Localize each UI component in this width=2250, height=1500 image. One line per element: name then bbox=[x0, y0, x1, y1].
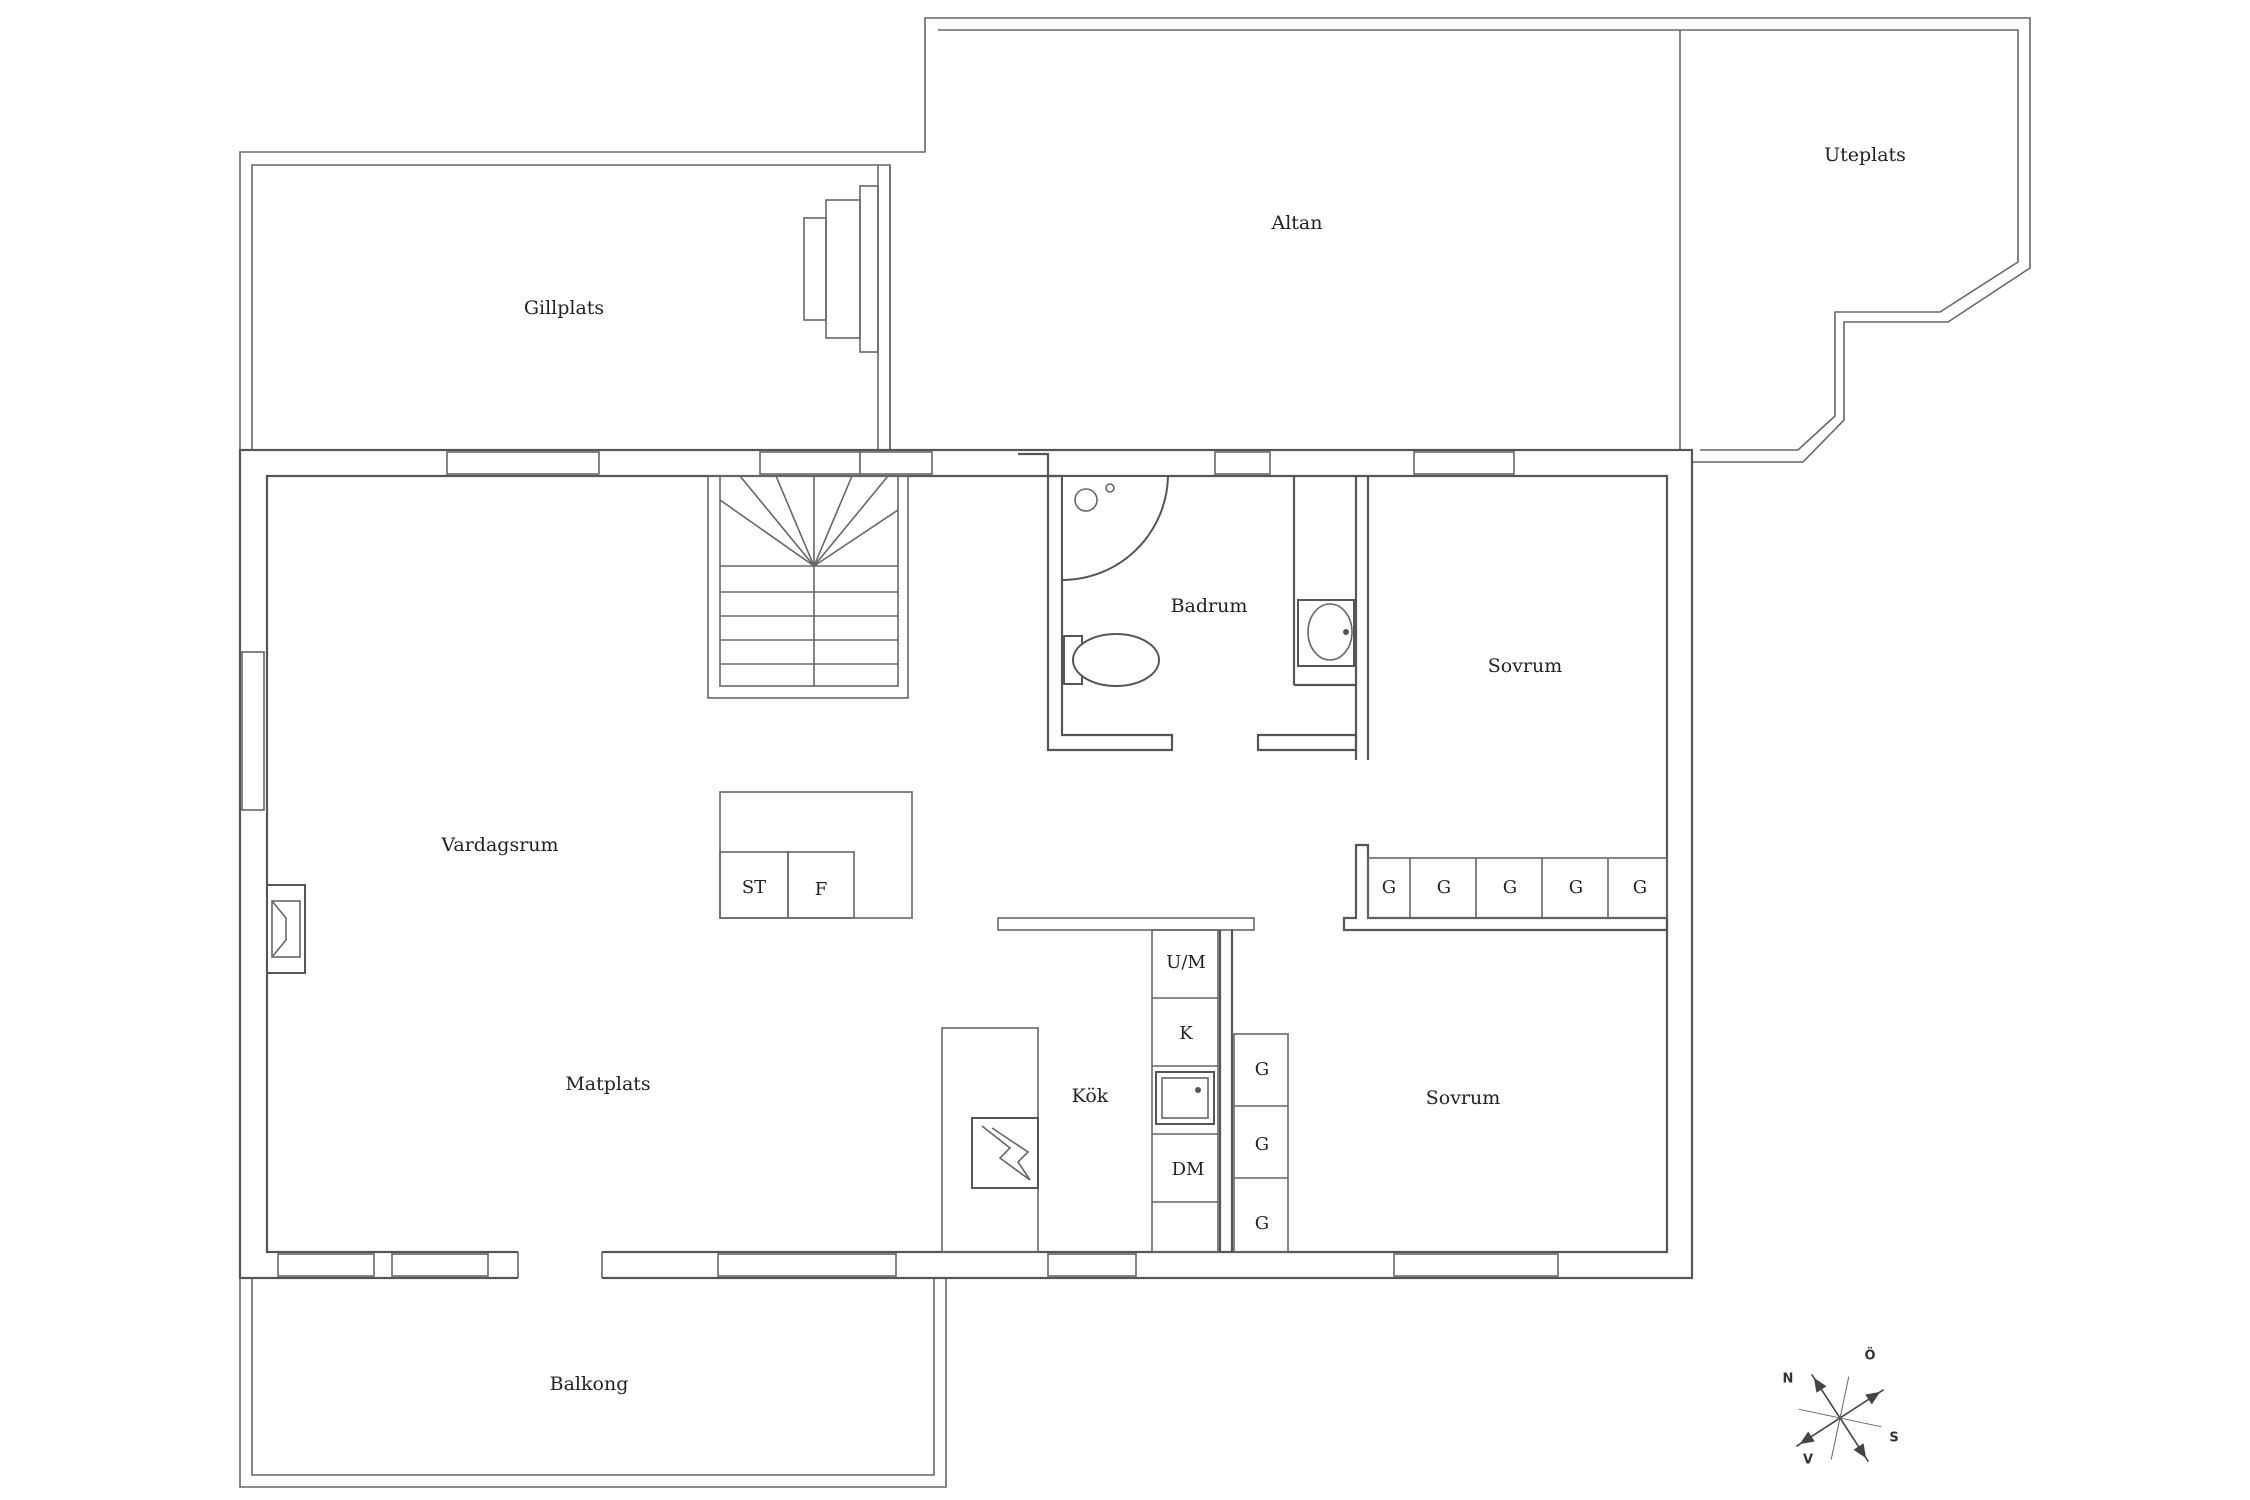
wardrobe-label: G bbox=[1255, 1213, 1269, 1234]
compass-north: N bbox=[1783, 1372, 1794, 1387]
room-label-sovrum-upper: Sovrum bbox=[1488, 655, 1563, 677]
wardrobe-label: G bbox=[1255, 1059, 1269, 1080]
room-label-altan: Altan bbox=[1271, 212, 1323, 234]
bedroom-walls bbox=[1230, 843, 1669, 1253]
wardrobe-label: G bbox=[1503, 877, 1517, 898]
room-label-gillplats: Gillplats bbox=[524, 297, 604, 319]
room-label-sovrum-lower: Sovrum bbox=[1426, 1087, 1501, 1109]
wardrobe-label: G bbox=[1569, 877, 1583, 898]
fixture-label-fridge-freezer: U/M bbox=[1166, 952, 1206, 973]
wardrobe-label: G bbox=[1255, 1134, 1269, 1155]
wardrobe-label: G bbox=[1633, 877, 1647, 898]
fixture-label-stove-top: ST bbox=[742, 877, 766, 898]
wardrobe-label: G bbox=[1382, 877, 1396, 898]
house-walls bbox=[238, 448, 1694, 1280]
compass-south: S bbox=[1889, 1431, 1898, 1446]
compass-east: Ö bbox=[1864, 1348, 1875, 1364]
kitchen-island bbox=[719, 791, 913, 919]
room-label-matplats: Matplats bbox=[565, 1073, 650, 1095]
room-label-vardagsrum: Vardagsrum bbox=[440, 834, 558, 856]
fixture-label-fridge: F bbox=[815, 879, 828, 900]
fixture-label-dishwasher: DM bbox=[1172, 1159, 1205, 1180]
terrace-outlines bbox=[239, 17, 2031, 1488]
staircase bbox=[707, 475, 909, 699]
compass-rose bbox=[1795, 1373, 1885, 1463]
wardrobe-label: G bbox=[1437, 877, 1451, 898]
bathroom-walls bbox=[1018, 452, 1370, 760]
room-label-kok: Kök bbox=[1072, 1085, 1109, 1107]
compass-west: V bbox=[1803, 1453, 1813, 1468]
kitchen-counter bbox=[941, 917, 1255, 1253]
room-label-balkong: Balkong bbox=[550, 1373, 629, 1395]
room-label-badrum: Badrum bbox=[1171, 595, 1248, 617]
room-label-uteplats: Uteplats bbox=[1824, 144, 1906, 166]
fixture-label-fridge-k: K bbox=[1179, 1023, 1193, 1044]
